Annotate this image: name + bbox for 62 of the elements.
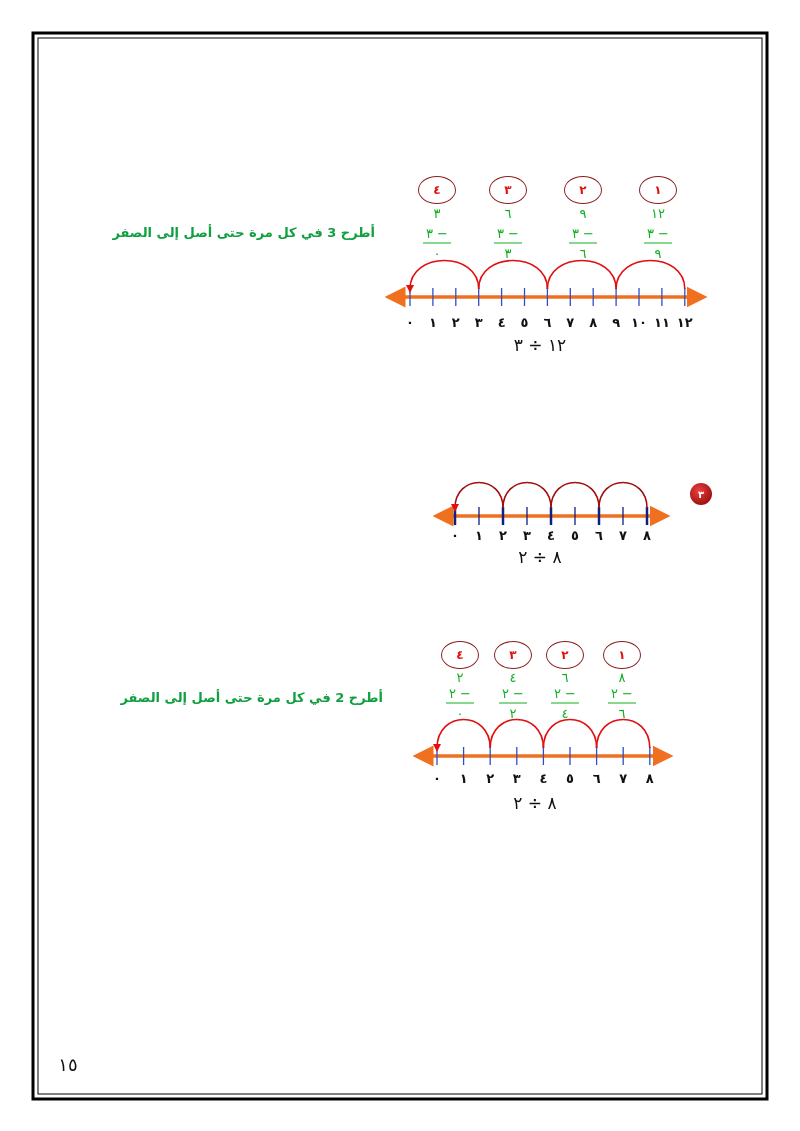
- subtraction-number: ٢: [456, 670, 464, 684]
- division-expression: ١٢ ÷ ٣: [513, 336, 567, 354]
- subtraction-number: ٨: [618, 670, 626, 684]
- subtraction-number: ٣ −: [426, 226, 448, 240]
- tick-number: ٧: [566, 315, 575, 329]
- subtraction-result: ٣: [504, 246, 512, 260]
- tick-number: ٨: [645, 771, 654, 785]
- subtraction-number: ٣: [433, 206, 441, 220]
- division-expression: ٨ ÷ ٢: [513, 794, 557, 812]
- subtraction-number: ٢ −: [611, 686, 633, 700]
- tick-number: ٠: [451, 528, 459, 542]
- subtraction-result: ٩: [654, 246, 662, 260]
- subtraction-result: ٤: [561, 706, 569, 720]
- tick-number: ٦: [595, 528, 603, 542]
- tick-number: ٧: [619, 528, 627, 542]
- subtraction-result: ٠: [433, 246, 441, 260]
- tick-number: ٤: [539, 771, 548, 785]
- tick-number: ٠: [406, 315, 414, 329]
- subtraction-number: ٣ −: [647, 226, 669, 240]
- tick-number: ٣: [512, 771, 521, 785]
- tick-number: ٤: [497, 315, 506, 329]
- subtraction-result: ٠: [456, 706, 464, 720]
- division-expression: ٨ ÷ ٢: [518, 548, 562, 566]
- subtraction-number: ٣ −: [497, 226, 519, 240]
- tick-number: ٤: [547, 528, 555, 542]
- tick-number: ٨: [643, 528, 651, 542]
- subtraction-result: ٢: [509, 706, 517, 720]
- tick-number: ٩: [612, 315, 621, 329]
- subtraction-number: ٣ −: [572, 226, 594, 240]
- subtraction-result: ٦: [579, 246, 587, 260]
- subtraction-number: ٦: [561, 670, 569, 684]
- step-ball: ٣: [690, 483, 712, 505]
- tick-number: ١٢: [676, 315, 693, 329]
- tick-number: ٦: [592, 771, 601, 785]
- subtraction-result: ٦: [618, 706, 626, 720]
- tick-number: ٦: [543, 315, 552, 329]
- tick-number: ٨: [589, 315, 598, 329]
- tick-number: ٣: [474, 315, 483, 329]
- subtraction-number: ١٢: [651, 206, 665, 220]
- tick-number: ٥: [571, 528, 579, 542]
- tick-number: ٧: [619, 771, 628, 785]
- tick-number: ٠: [433, 771, 441, 785]
- subtraction-number: ٢ −: [554, 686, 576, 700]
- tick-number: ٢: [499, 528, 507, 542]
- instruction-text: أطرح 2 في كل مرة حتى أصل إلى الصفر: [120, 690, 383, 704]
- subtraction-number: ٢ −: [449, 686, 471, 700]
- tick-number: ٢: [451, 315, 460, 329]
- tick-number: ١: [459, 771, 468, 785]
- tick-number: ١: [475, 528, 483, 542]
- subtraction-number: ٩: [579, 206, 587, 220]
- instruction-text: أطرح 3 في كل مرة حتى أصل إلى الصفر: [112, 225, 375, 239]
- tick-number: ١١: [653, 315, 670, 329]
- tick-number: ٥: [566, 771, 574, 785]
- tick-number: ٢: [486, 771, 495, 785]
- subtraction-number: ٢ −: [502, 686, 524, 700]
- tick-number: ١: [428, 315, 437, 329]
- tick-number: ٥: [520, 315, 529, 329]
- subtraction-number: ٦: [504, 206, 512, 220]
- tick-number: ١٠: [631, 315, 647, 329]
- tick-number: ٣: [523, 528, 531, 542]
- subtraction-number: ٤: [509, 670, 517, 684]
- page-number: ١٥: [58, 1056, 78, 1074]
